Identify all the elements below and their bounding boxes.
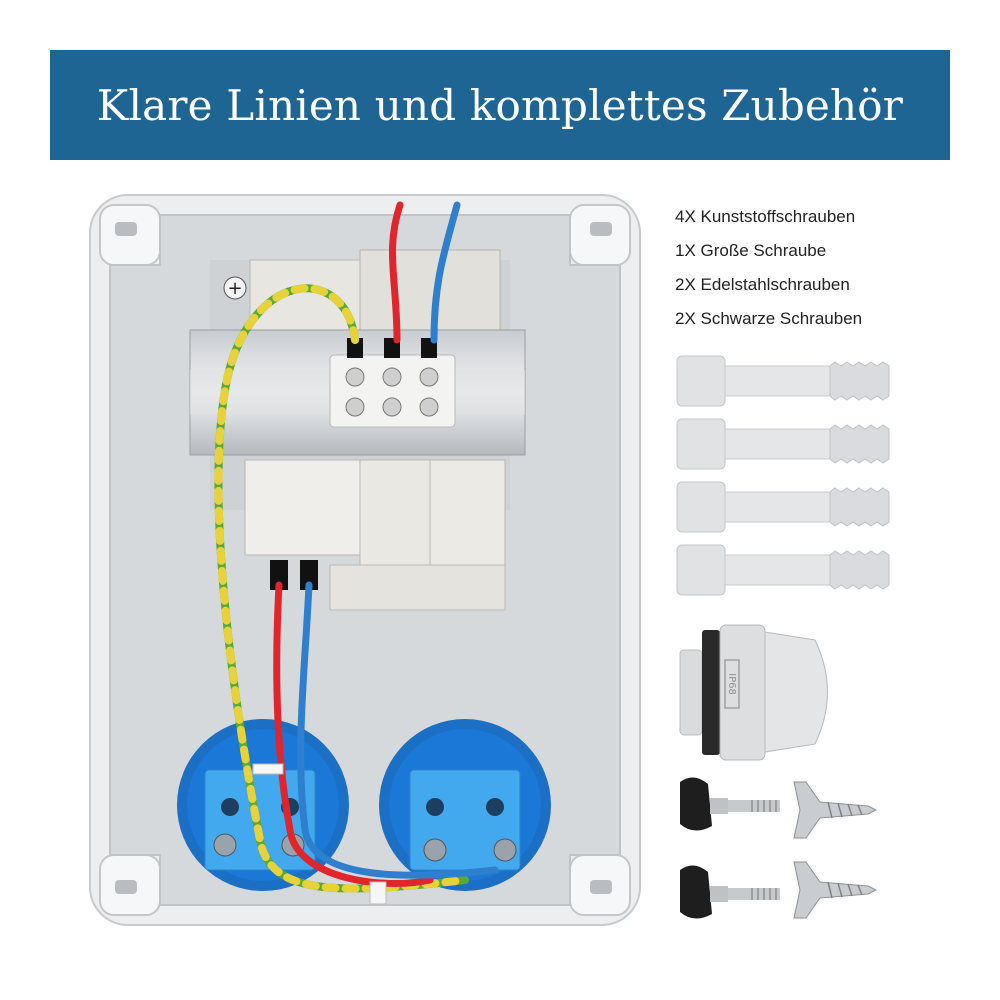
steel-screw-1 <box>793 781 878 839</box>
cable-gland: IP68 <box>679 624 828 761</box>
page-title: Klare Linien und komplettes Zubehör <box>96 80 904 130</box>
accessory-list: 4X Kunststoffschrauben 1X Große Schraube… <box>675 200 862 336</box>
socket-left <box>177 719 349 891</box>
title-banner: Klare Linien und komplettes Zubehör <box>50 50 950 160</box>
accessory-item-black-screws: 2X Schwarze Schrauben <box>675 309 863 328</box>
steel-screw-set <box>793 781 878 919</box>
plastic-screw-4 <box>676 544 890 596</box>
breaker-bottom-right <box>429 459 506 566</box>
plastic-screw-3 <box>676 481 890 533</box>
breaker-bottom-mid <box>359 459 431 566</box>
breaker-bottom-left <box>244 459 361 556</box>
plastic-screw-set <box>676 355 890 596</box>
distribution-box: + + <box>89 194 641 926</box>
breaker-top-left <box>249 259 361 331</box>
plastic-screw-2 <box>676 418 890 470</box>
breaker-top-right <box>359 249 501 331</box>
black-screw-2 <box>680 865 780 919</box>
accessory-item-plastic-screws: 4X Kunststoffschrauben <box>675 207 856 226</box>
black-screw-set <box>680 777 780 919</box>
accessory-item-steel-screws: 2X Edelstahlschrauben <box>675 275 850 294</box>
socket-right <box>379 719 551 891</box>
plastic-screw-1 <box>676 355 890 407</box>
black-screw-1 <box>680 777 780 831</box>
accessory-item-large-screw: 1X Große Schraube <box>675 241 827 260</box>
ip-rating-label: IP68 <box>726 673 737 695</box>
svg-text:+: + <box>227 278 242 299</box>
steel-screw-2 <box>793 861 878 919</box>
